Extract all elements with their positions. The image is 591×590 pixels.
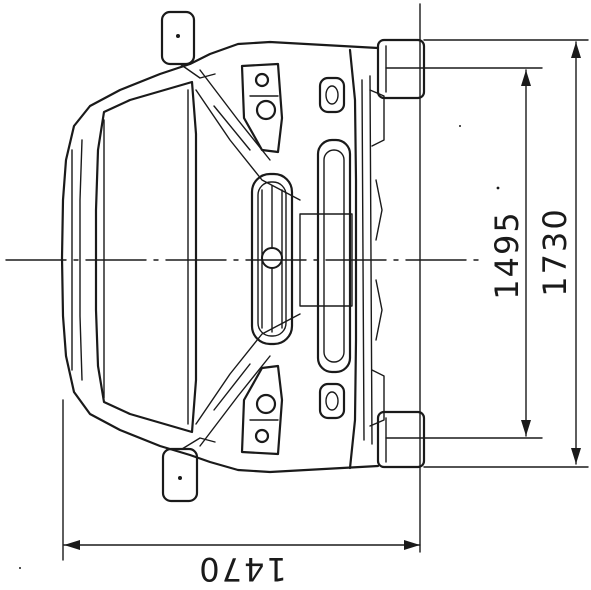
tread-dimension (385, 67, 543, 439)
headlight-bottom (240, 364, 284, 456)
tread-label: 1495 (488, 210, 526, 299)
windshield (94, 80, 198, 434)
overall-height-label: 1470 (197, 550, 286, 588)
overall-width-dimension (423, 39, 589, 468)
headlight-top (240, 62, 284, 154)
overall-height-dimension (62, 399, 421, 561)
foglamp-bottom (318, 382, 346, 420)
tire-bottom (376, 410, 426, 469)
overall-width-label: 1730 (536, 207, 574, 296)
grille (250, 172, 294, 346)
tire-top (376, 38, 426, 100)
roof-line (79, 139, 83, 381)
air-intake (316, 138, 352, 374)
body-outline (60, 40, 380, 474)
foglamp-top (318, 76, 346, 114)
mirror-bottom (161, 437, 216, 503)
mirror-top (160, 10, 216, 79)
